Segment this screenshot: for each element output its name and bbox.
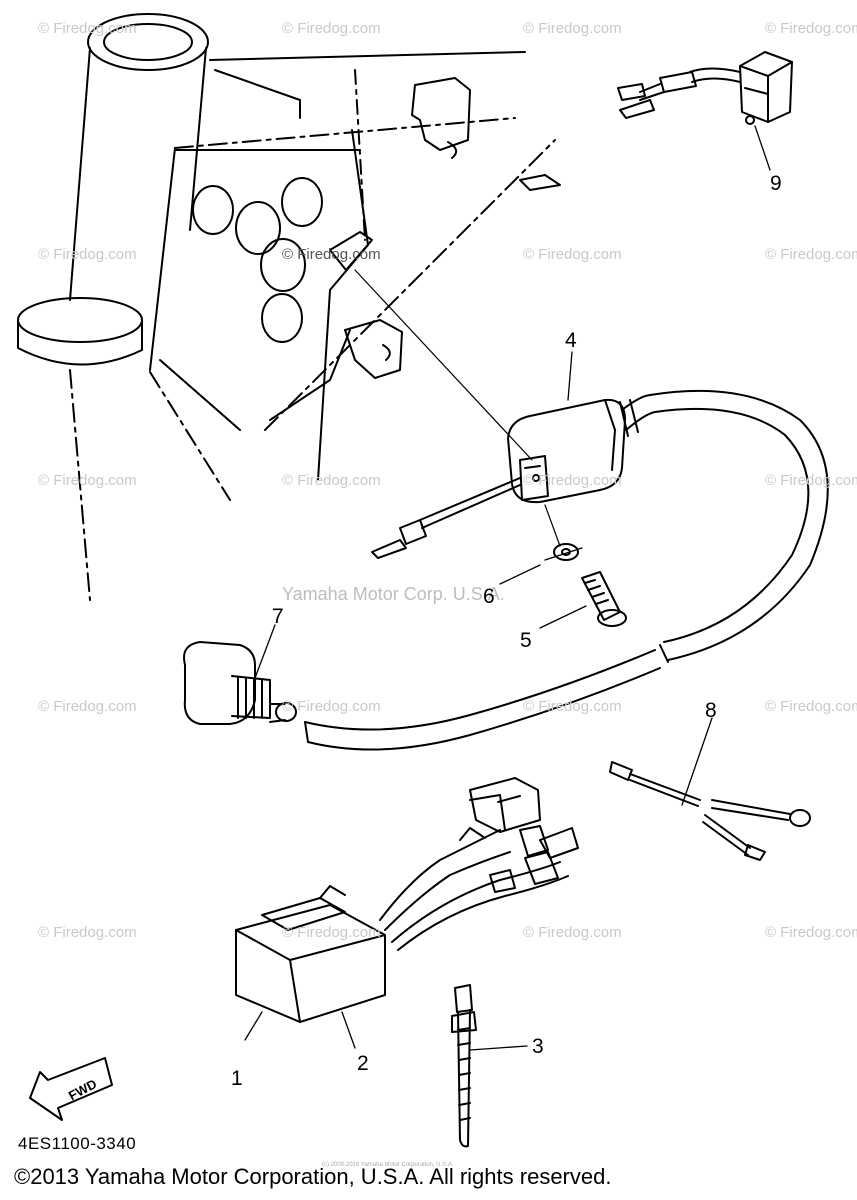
callout-9: 9 xyxy=(770,172,782,195)
frame-gusset-holes xyxy=(192,177,323,343)
washer xyxy=(544,504,579,561)
wire-harness xyxy=(379,777,579,951)
leader-lines xyxy=(244,125,771,1051)
watermark: © Firedog.com xyxy=(523,20,622,37)
watermark: © Firedog.com xyxy=(765,20,857,37)
copyright-notice: ©2013 Yamaha Motor Corporation, U.S.A. A… xyxy=(14,1164,612,1189)
callout-7: 7 xyxy=(272,605,284,628)
ignition-coil xyxy=(354,269,626,504)
frame-head-tube xyxy=(17,13,231,601)
spark-plug-cap xyxy=(183,641,297,725)
frame-brackets xyxy=(329,77,561,379)
part-code: 4ES1100-3340 xyxy=(18,1134,137,1153)
watermark: © Firedog.com xyxy=(282,20,381,37)
lead-wire xyxy=(609,761,811,861)
bolt xyxy=(581,571,627,627)
watermark: © Firedog.com xyxy=(38,20,137,37)
watermark: © Firedog.com xyxy=(523,472,622,489)
watermark: © Firedog.com xyxy=(282,246,381,263)
watermark: © Firedog.com xyxy=(282,924,381,941)
high-tension-cable xyxy=(304,389,829,751)
cdi-unit xyxy=(235,885,386,1023)
watermark: © Firedog.com xyxy=(282,472,381,489)
watermark: © Firedog.com xyxy=(523,924,622,941)
watermark: © Firedog.com xyxy=(38,698,137,715)
callout-1: 1 xyxy=(231,1067,243,1090)
watermark: © Firedog.com xyxy=(282,698,381,715)
fwd-arrow-icon xyxy=(29,1057,113,1121)
callout-4: 4 xyxy=(565,329,577,352)
cable-tie xyxy=(451,984,477,1148)
callout-5: 5 xyxy=(520,629,532,652)
watermark: © Firedog.com xyxy=(38,246,137,263)
callout-2: 2 xyxy=(357,1052,369,1075)
tiny-notice: (c) 2009-2016 Yamaha Motor Corporation, … xyxy=(322,1162,454,1168)
callout-6: 6 xyxy=(483,585,495,608)
watermark: © Firedog.com xyxy=(523,698,622,715)
watermark: © Firedog.com xyxy=(765,924,857,941)
watermark: © Firedog.com xyxy=(765,246,857,263)
frame-main-rails xyxy=(149,51,556,481)
coil-primary-lead xyxy=(371,477,521,559)
engine-stop-switch xyxy=(617,51,793,125)
callout-3: 3 xyxy=(532,1035,544,1058)
watermark: © Firedog.com xyxy=(38,924,137,941)
watermark: © Firedog.com xyxy=(38,472,137,489)
watermark: © Firedog.com xyxy=(765,698,857,715)
callout-8: 8 xyxy=(705,699,717,722)
watermark: © Firedog.com xyxy=(765,472,857,489)
watermark: © Firedog.com xyxy=(523,246,622,263)
center-watermark: Yamaha Motor Corp. U.S.A. xyxy=(282,584,505,604)
